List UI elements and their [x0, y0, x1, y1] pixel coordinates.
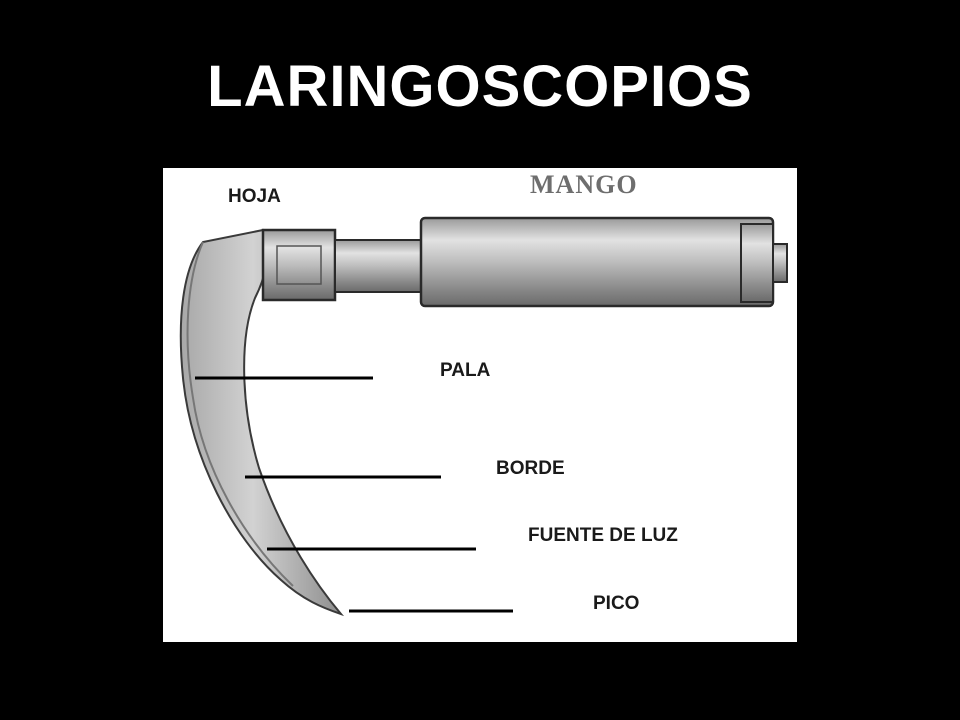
label-hoja: HOJA [228, 186, 281, 207]
handle-cap [740, 223, 774, 303]
slide-title: LARINGOSCOPIOS [207, 54, 753, 119]
handle-body [419, 216, 775, 308]
laryngoscope-diagram: HOJA MANGO PALA BORDE FUENTE DE LUZ PICO [163, 168, 797, 642]
label-mango: MANGO [530, 170, 638, 199]
label-pala: PALA [440, 360, 491, 381]
handle-end [772, 243, 788, 283]
laryngoscope-illustration [179, 216, 788, 617]
handle-neck [334, 239, 422, 293]
label-borde: BORDE [496, 458, 565, 479]
label-fuente-de-luz: FUENTE DE LUZ [528, 525, 678, 546]
blade-connector [261, 228, 337, 302]
blade-shape [179, 228, 345, 617]
label-pico: PICO [593, 593, 640, 614]
